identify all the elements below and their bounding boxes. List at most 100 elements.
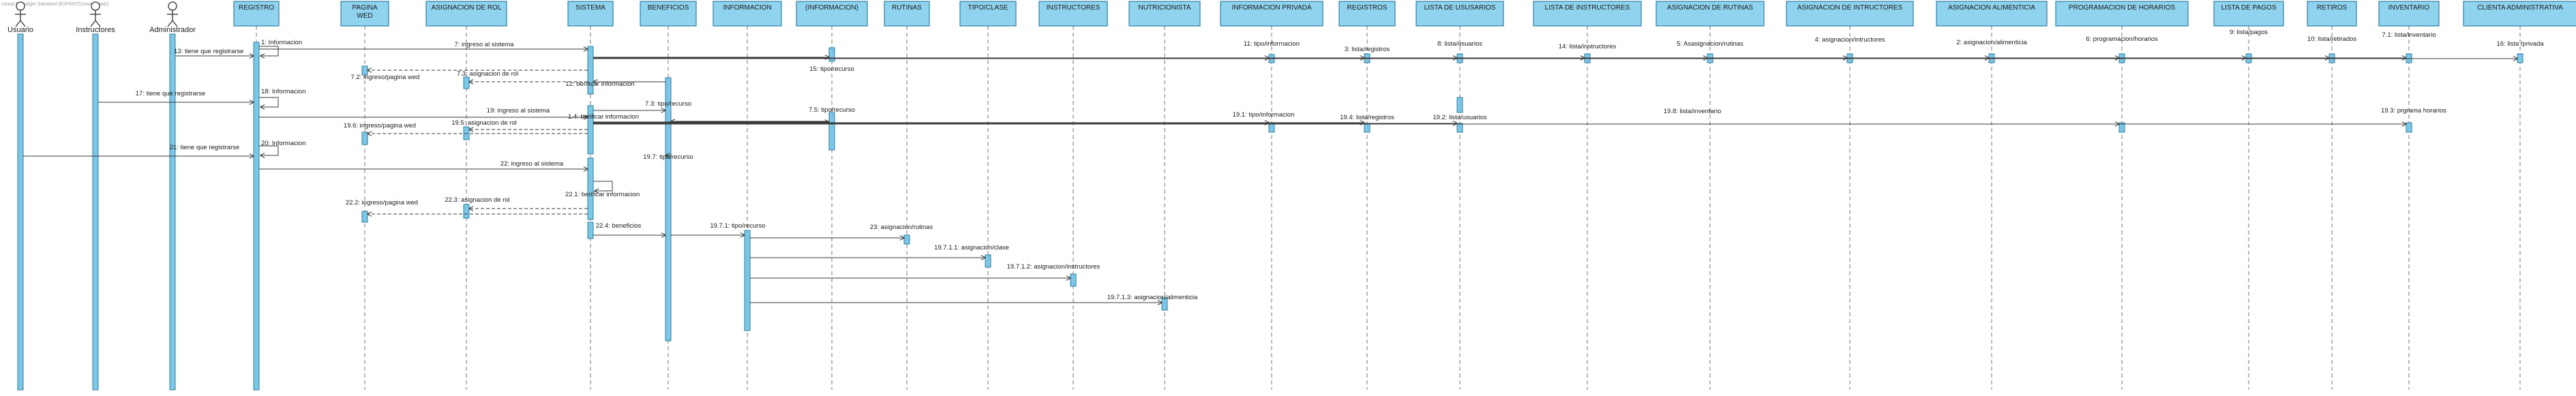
message-m191[interactable]: 19.1: tipo/informacion [593, 111, 1294, 123]
lifeline-box-nutricionista[interactable]: NUTRICIONISTA [1128, 1, 1201, 27]
message-m20[interactable]: 20: Informacion [259, 140, 305, 155]
message-label: 13: tiene que registrarse [174, 48, 243, 55]
message-label: 4: asignacion/intructores [1815, 36, 1885, 44]
message-m192[interactable]: 19.2: lista/usuarios [593, 114, 1487, 123]
message-m196[interactable]: 19.6: ingreso/pagina wed [344, 122, 588, 134]
actor-instructores[interactable]: Instructores [76, 1, 115, 34]
lifeline-label: ASIGNACION DE RUTINAS [1667, 4, 1753, 12]
lifeline-box-lista_usuarios[interactable]: LISTA DE USUSARIOS [1416, 1, 1504, 27]
watermark: Visual Paradigm Standard (EXPERT(Univers… [1, 2, 108, 7]
message-m194[interactable]: 19.4: lista/registros [593, 114, 1394, 123]
message-label: 19.7.1.2: asignacion/instructores [1007, 263, 1100, 271]
message-label: 7.1: lista/inventario [2382, 31, 2436, 39]
activation-registros [1364, 123, 1371, 133]
lifeline-box-asig_rutinas[interactable]: ASIGNACION DE RUTINAS [1656, 1, 1765, 27]
activation-registro [253, 42, 260, 391]
message-label: 7.3: asignacion de rol [457, 70, 518, 78]
message-m195[interactable]: 19.5: asignacion de rol [451, 119, 588, 130]
message-label: 19.7.1: tipo/recurso [710, 222, 765, 230]
message-label: 19.4: lista/registros [1340, 114, 1394, 121]
lifeline-box-informacion2[interactable]: (INFORMACION) [796, 1, 868, 27]
lifeline-label: PROGRAMACION DE HORARIOS [2069, 4, 2175, 12]
lifeline-box-tipo_clase[interactable]: TIPO/CLASE [959, 1, 1017, 27]
message-m21[interactable]: 21: tiene que registrarse [23, 144, 254, 156]
lifeline-box-rutinas[interactable]: RUTINAS [884, 1, 930, 27]
message-label: 22.4: beneficios [596, 222, 642, 230]
message-label: 9: lista/pagos [2230, 29, 2268, 36]
message-m19711[interactable]: 19.7.1.1: asignacion/clase [750, 244, 1009, 258]
message-m1[interactable]: 1: Informacion [259, 39, 302, 56]
message-m73b[interactable]: 7.3: tipo/recurso [593, 100, 691, 110]
message-m73[interactable]: 7.3: asignacion de rol [457, 70, 588, 82]
activation-usuario [17, 33, 24, 391]
lifeline-box-registros[interactable]: REGISTROS [1338, 1, 1396, 27]
activation-info_privada [1268, 123, 1275, 133]
message-m18[interactable]: 18: Informacion [259, 88, 305, 107]
lifeline-label: (INFORMACION) [805, 4, 858, 12]
message-label: 19.8: lista/inventario [1664, 108, 1722, 115]
message-label: 19.1: tipo/informacion [1233, 111, 1295, 119]
lifeline-box-retiros[interactable]: RETIROS [2307, 1, 2357, 27]
message-label: 6: programacion/horarios [2086, 35, 2158, 43]
message-m75[interactable]: 7.5: tipo/recurso [671, 106, 855, 121]
lifeline-box-lista_instructores[interactable]: LISTA DE INSTRUCTORES [1533, 1, 1642, 27]
message-label: 18: Informacion [261, 88, 305, 95]
lifeline-label: LISTA DE INSTRUCTORES [1545, 4, 1630, 12]
message-m197[interactable]: 19.7: tipo/recurso [643, 153, 693, 161]
message-m7[interactable]: 7: ingreso al sistema [259, 41, 588, 49]
message-m22[interactable]: 22: ingreso al sistema [259, 160, 588, 169]
message-m71[interactable]: 7.1: lista/inventario [593, 31, 2436, 58]
lifeline-box-asig_intructores[interactable]: ASIGNACION DE INTRUCTORES [1786, 1, 1914, 27]
message-m223[interactable]: 22.3: asignacion de rol [445, 196, 588, 209]
lifeline-label: RUTINAS [892, 4, 922, 12]
message-m17[interactable]: 17: tiene que registrarse [98, 90, 254, 102]
message-m1971[interactable]: 19.7.1: tipo/recurso [671, 222, 766, 235]
lifeline-box-informacion[interactable]: INFORMACION [713, 1, 782, 27]
message-m224[interactable]: 22.4: beneficios [593, 222, 665, 235]
activation-beneficios [665, 77, 672, 341]
lifeline-box-instructores_l[interactable]: INSTRUCTORES [1038, 1, 1108, 27]
message-label: 7.5: tipo/recurso [809, 106, 855, 114]
activation-asig_rol [463, 76, 470, 89]
message-m221[interactable]: 22.1: berificar informacion [565, 181, 640, 198]
message-label: 23: asignacion/rutinas [870, 224, 933, 231]
lifeline-box-asig_rol[interactable]: ASIGNACION DE ROL [425, 1, 507, 27]
message-m16[interactable]: 16: lista /privada [593, 40, 2544, 59]
message-m222[interactable]: 22.2: ingreso/pagina wed [346, 199, 588, 214]
message-m19712[interactable]: 19.7.1.2: asignacion/instructores [750, 263, 1100, 278]
message-m19713[interactable]: 19.7.1.3: asignacion/alimenticia [750, 294, 1198, 303]
lifeline-box-lista_pagos[interactable]: LISTA DE PAGOS [2213, 1, 2284, 27]
message-m12[interactable]: 12: berificar informacion [565, 80, 665, 88]
message-m14b[interactable]: 1.4: berificar informacion [568, 113, 829, 122]
lifeline-box-inventario[interactable]: INVENTARIO [2378, 1, 2440, 27]
message-m72[interactable]: 7.2: ingreso/pagina wed [351, 70, 588, 81]
message-label: 1.4: berificar informacion [568, 113, 639, 121]
message-label: 7: ingreso al sistema [454, 41, 514, 48]
activation-administrador [169, 33, 176, 391]
message-label: 19.7: tipo/recurso [643, 153, 693, 161]
lifeline-box-beneficios[interactable]: BENEFICIOS [640, 1, 697, 27]
lifeline-label: REGISTRO [239, 4, 274, 12]
lifeline-label: BENEFICIOS [648, 4, 689, 12]
lifeline-label: LISTA DE PAGOS [2221, 4, 2277, 12]
message-m23[interactable]: 23: asignacion/rutinas [750, 224, 933, 238]
lifeline-label: ASIGNACION DE INTRUCTORES [1797, 4, 1903, 12]
message-m2[interactable]: 2: asignacion/alimenticia [593, 39, 2027, 58]
message-m13[interactable]: 13: tiene que registrarse [174, 48, 254, 56]
lifeline-box-cliente_admin[interactable]: CLIENTA ADMINISTRATIVA [2463, 1, 2576, 27]
lifeline-box-registro[interactable]: REGISTRO [233, 1, 280, 27]
lifeline-box-prog_horarios[interactable]: PROGRAMACION DE HORARIOS [2055, 1, 2189, 27]
lifeline-box-sistema[interactable]: SISTEMA [567, 1, 614, 27]
message-m11[interactable]: 11: tipo/informacion [593, 40, 1300, 58]
lifeline-box-info_privada[interactable]: INFORMACION PRIVADA [1220, 1, 1323, 27]
lifeline-box-asig_alimenticia[interactable]: ASIGNACION ALIMENTICIA [1936, 1, 2048, 27]
actor-administrador[interactable]: Administrador [149, 1, 196, 34]
message-label: 7.3: tipo/recurso [645, 100, 691, 108]
actor-usuario[interactable]: Usuario [8, 1, 33, 34]
lifeline-label: LISTA DE USUSARIOS [1424, 4, 1496, 12]
message-m15[interactable]: 15: tipo/recurso [593, 57, 854, 73]
message-m19[interactable]: 19: ingreso al sistema [259, 107, 588, 117]
message-label: 19.7.1.3: asignacion/alimenticia [1107, 294, 1198, 301]
message-m193[interactable]: 19.3: prgrama horarios [593, 107, 2446, 124]
